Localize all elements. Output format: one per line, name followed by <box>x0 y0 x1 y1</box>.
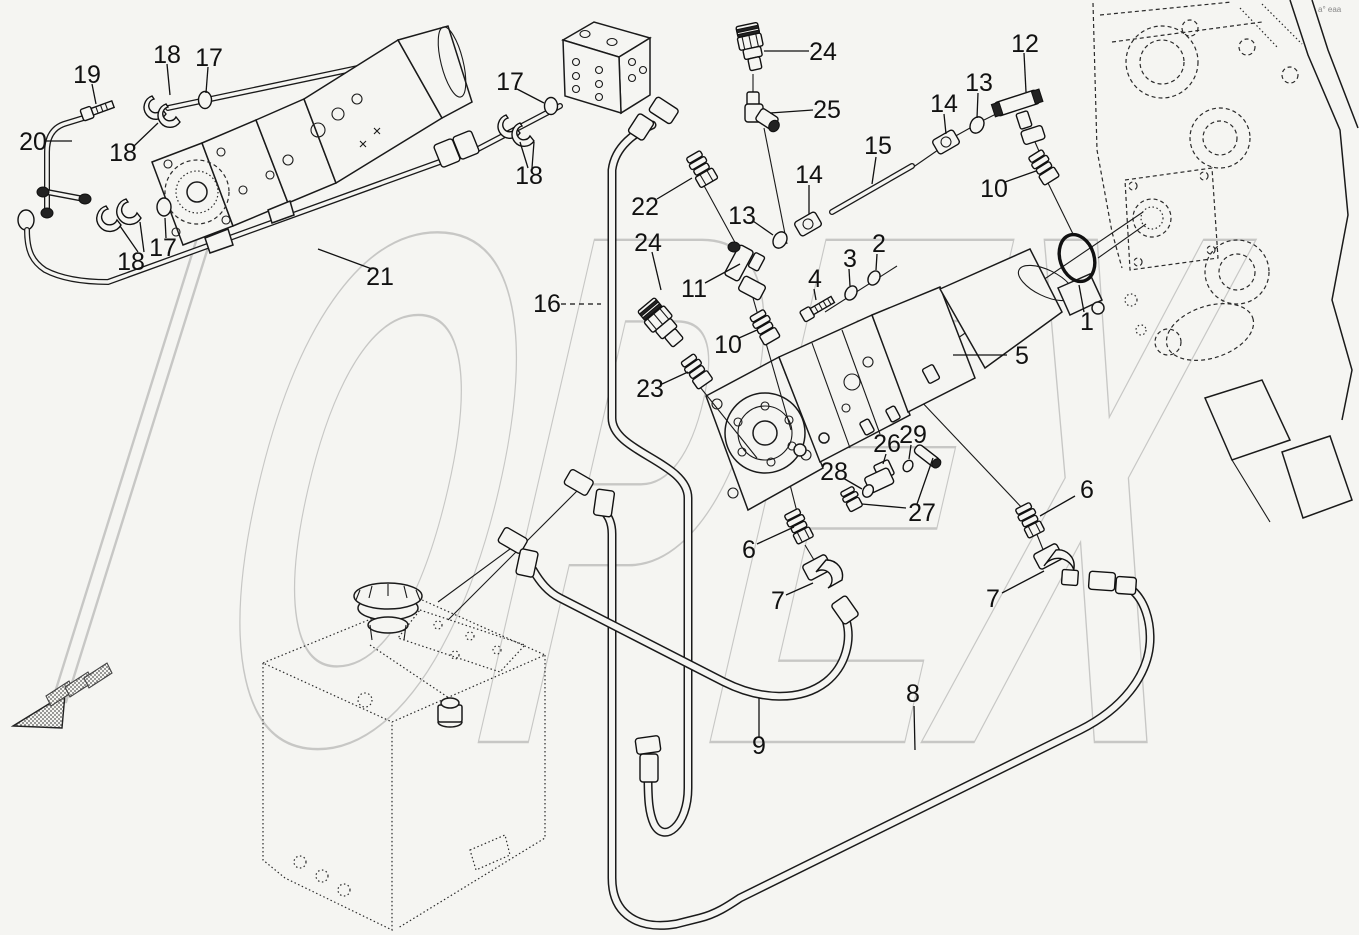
callout-17-valve: 17 <box>496 68 524 96</box>
callout-11: 11 <box>681 275 707 303</box>
hose8-end-fitting-icon <box>1087 570 1138 596</box>
callout-8: 8 <box>906 680 920 708</box>
callout-9: 9 <box>752 732 766 760</box>
callout-19: 19 <box>73 61 101 89</box>
callout-12: 12 <box>1011 30 1039 58</box>
bolt-19-icon <box>79 99 116 122</box>
breather-icon <box>437 697 463 728</box>
gearbox-housing <box>1092 0 1359 523</box>
pin-27-icon <box>913 444 942 469</box>
callout-3: 3 <box>843 245 857 273</box>
callouts: 19 18 17 20 18 17 18 21 17 18 16 22 24 2… <box>19 30 1094 760</box>
washer-2-icon <box>867 270 881 286</box>
adapter-6-right-icon <box>1015 502 1045 539</box>
callout-22: 22 <box>631 193 659 221</box>
callout-26: 26 <box>873 430 901 458</box>
callout-10-right: 10 <box>980 175 1008 203</box>
adapter-6-left-icon <box>784 508 814 545</box>
sensor-24-top-icon <box>735 21 764 72</box>
callout-6-left: 6 <box>742 536 756 564</box>
callout-18-top: 18 <box>153 41 181 69</box>
hose16-end-fitting-icon <box>634 735 662 783</box>
callout-24-mid: 24 <box>634 229 662 257</box>
tee-11-icon <box>724 241 766 301</box>
watermark: OPEX <box>50 80 1306 898</box>
oil-tank <box>261 490 578 931</box>
callout-13-right: 13 <box>965 69 993 97</box>
bolt-4-icon <box>799 295 836 323</box>
seal-28-icon <box>861 484 875 498</box>
callout-16: 16 <box>533 290 561 318</box>
callout-24-top: 24 <box>809 38 837 66</box>
nut-14-right-icon <box>932 129 960 155</box>
seal-13-right-icon <box>969 116 985 134</box>
callout-18-mid: 18 <box>109 139 137 167</box>
valve-block <box>497 21 652 147</box>
callout-18-valve: 18 <box>515 162 543 190</box>
callout-1: 1 <box>1080 308 1094 336</box>
callout-21: 21 <box>366 263 394 291</box>
elbow-7-left-icon <box>802 554 844 589</box>
callout-7-left: 7 <box>771 587 785 615</box>
left-pump-unit <box>151 25 473 254</box>
hose8-top-elbow-icon <box>563 468 616 518</box>
tee-12-icon <box>990 88 1046 145</box>
watermark-text: OPEX <box>149 81 1304 897</box>
nut-14-left-icon <box>794 211 822 237</box>
seal-13-left-icon <box>772 231 788 249</box>
corner-mark: a° eaa <box>1318 5 1342 14</box>
callout-20: 20 <box>19 128 47 156</box>
adapter-23-icon <box>680 353 713 390</box>
adapter-10-right-icon <box>1028 149 1060 186</box>
o-ring-1-icon <box>1057 232 1097 284</box>
callout-6-right: 6 <box>1080 476 1094 504</box>
hydraulic-hoses <box>497 96 1155 930</box>
adapter-27-icon <box>840 486 863 513</box>
adapter-22-icon <box>686 150 719 188</box>
pipe-clamps-and-seals <box>79 90 213 233</box>
callout-10-left: 10 <box>714 331 742 359</box>
direction-arrow-icon <box>10 662 113 729</box>
callout-17-low: 17 <box>149 234 177 262</box>
hose16-top-elbow-icon <box>627 96 679 141</box>
callout-27: 27 <box>908 499 936 527</box>
callout-4: 4 <box>808 265 822 293</box>
callout-29: 29 <box>899 421 927 449</box>
pump-top-fittings <box>637 21 1097 513</box>
seal-29-icon <box>902 459 914 473</box>
callout-28: 28 <box>820 458 848 486</box>
callout-2: 2 <box>872 230 886 258</box>
callout-14-right: 14 <box>930 90 958 118</box>
callout-13-left: 13 <box>728 202 756 230</box>
filler-cap-icon <box>353 582 423 641</box>
main-pump-unit <box>705 248 1105 512</box>
hose9-top-elbow-icon <box>497 526 539 578</box>
callout-23: 23 <box>636 375 664 403</box>
callout-5: 5 <box>1015 342 1029 370</box>
sensor-24-mid-icon <box>637 297 684 348</box>
elbow-7-right-icon <box>1033 543 1080 587</box>
adapter-10-left-icon <box>749 309 781 346</box>
callout-14-left: 14 <box>795 161 823 189</box>
callout-17-top: 17 <box>195 44 223 72</box>
callout-25: 25 <box>813 96 841 124</box>
elbow-25-icon <box>744 91 780 133</box>
callout-18-low: 18 <box>117 248 145 276</box>
callout-7-right: 7 <box>986 585 1000 613</box>
hose9-end-fitting-icon <box>831 595 859 625</box>
callout-15: 15 <box>864 132 892 160</box>
washer-3-icon <box>844 285 858 301</box>
